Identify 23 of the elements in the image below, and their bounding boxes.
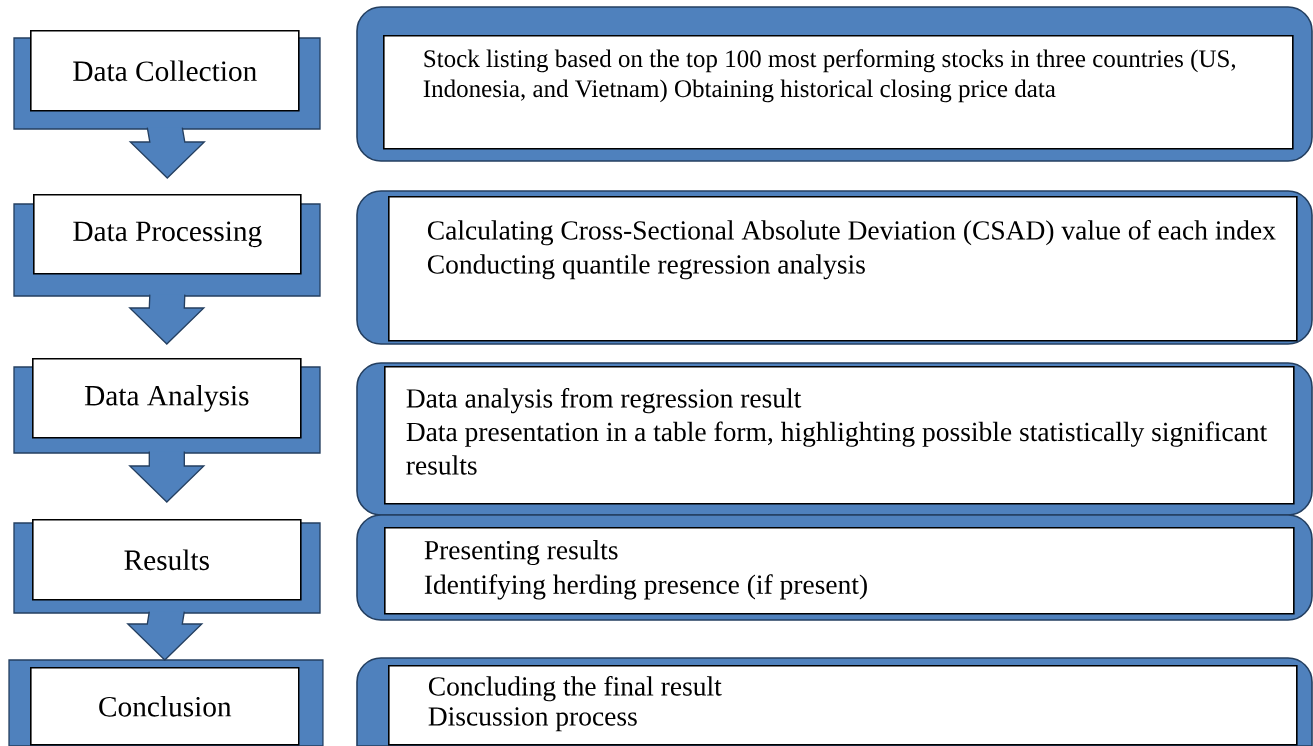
stage-box: Conclusion xyxy=(8,659,324,746)
block-arrow xyxy=(128,450,206,503)
description-text: Concluding the final result xyxy=(428,676,722,702)
stage-box: Data Collection xyxy=(13,30,321,130)
description-text: Conducting quantile regression analysis xyxy=(427,254,865,280)
description-panel xyxy=(356,362,1313,516)
description-text: Discussion process xyxy=(428,707,637,732)
stage-box: Data Analysis xyxy=(13,358,321,454)
stage-box: Data Processing xyxy=(13,194,321,297)
description-text: Data analysis from regression result xyxy=(406,388,802,414)
description-text: Identifying herding presence (if present) xyxy=(424,574,867,600)
description-panel xyxy=(356,657,1313,746)
description-text: Calculating Cross-Sectional Absolute Deviation (CSAD) value of each index xyxy=(427,220,1276,246)
description-panel xyxy=(356,190,1313,345)
block-arrow xyxy=(128,293,206,345)
block-arrow xyxy=(126,610,204,661)
block-arrow xyxy=(128,126,206,179)
description-text: Data presentation in a table form, highlighting possible statistically significant results xyxy=(406,421,1268,475)
stage-box: Results xyxy=(13,519,321,614)
description-text: Stock listing based on the top 100 most performing stocks in three countries (US, Indonesia, and Vietnam) Obtaining historical closing price data xyxy=(423,49,1236,103)
description-panel xyxy=(356,6,1313,162)
description-text: Presenting results xyxy=(424,540,618,566)
description-panel xyxy=(356,514,1313,621)
